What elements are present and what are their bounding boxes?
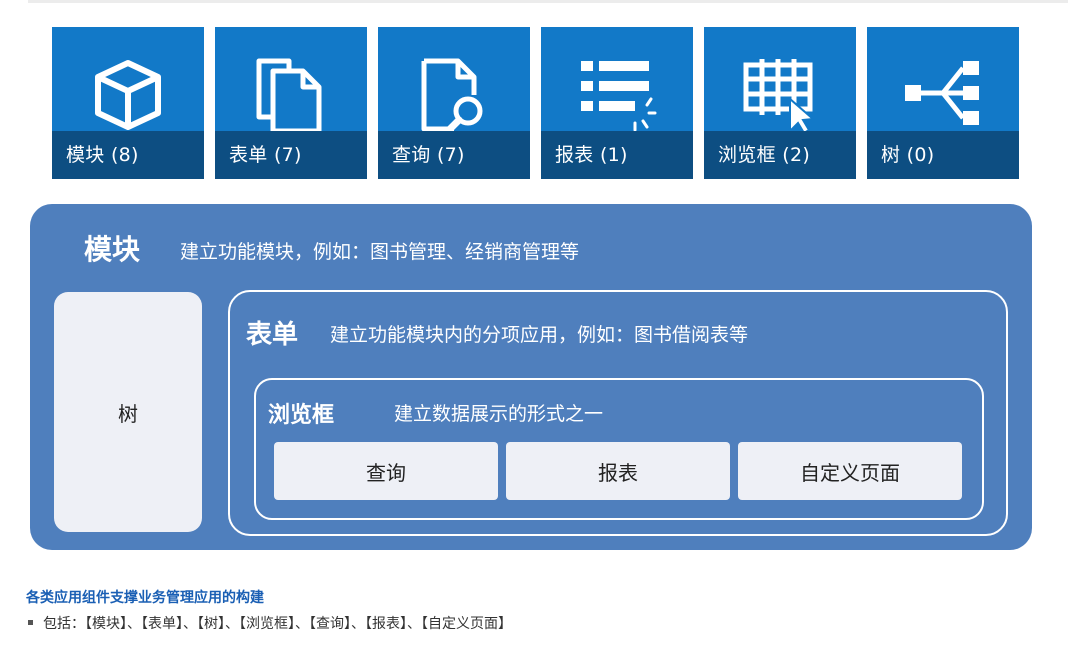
tile-label: 浏览框 (2) — [704, 131, 856, 179]
form-description: 建立功能模块内的分项应用，例如：图书借阅表等 — [330, 324, 749, 346]
tree-label: 树 — [118, 401, 138, 426]
tile-browse[interactable]: 浏览框 (2) — [704, 27, 856, 179]
footer-includes-line: 包括：【模块】、【表单】、【树】、【浏览框】、【查询】、【报表】、【自定义页面】 — [28, 613, 512, 633]
query-label: 查询 — [366, 460, 406, 485]
module-description: 建立功能模块，例如：图书管理、经销商管理等 — [180, 241, 580, 263]
report-box: 报表 — [506, 442, 730, 500]
grid-cursor-icon — [704, 27, 856, 137]
tree-branch-icon — [867, 27, 1019, 137]
custom-page-label: 自定义页面 — [800, 460, 900, 485]
component-tiles: 模块 (8) 表单 (7) 查询 (7) 报表 (1) 浏览框 (2) 树 (0… — [52, 27, 1019, 179]
form-container: 表单 建立功能模块内的分项应用，例如：图书借阅表等 浏览框 建立数据展示的形式之… — [228, 290, 1008, 536]
tile-report[interactable]: 报表 (1) — [541, 27, 693, 179]
report-label: 报表 — [598, 460, 638, 485]
footer-includes-text: 包括：【模块】、【表单】、【树】、【浏览框】、【查询】、【报表】、【自定义页面】 — [43, 616, 512, 632]
tile-query[interactable]: 查询 (7) — [378, 27, 530, 179]
module-title: 模块 — [84, 233, 141, 266]
document-search-icon — [378, 27, 530, 137]
tile-form[interactable]: 表单 (7) — [215, 27, 367, 179]
browse-container: 浏览框 建立数据展示的形式之一 查询 报表 自定义页面 — [254, 378, 984, 520]
browse-title: 浏览框 — [268, 403, 335, 428]
tile-label: 报表 (1) — [541, 131, 693, 179]
module-container: 模块 建立功能模块，例如：图书管理、经销商管理等 树 表单 建立功能模块内的分项… — [30, 204, 1032, 550]
browse-description: 建立数据展示的形式之一 — [394, 403, 604, 425]
tile-label: 查询 (7) — [378, 131, 530, 179]
tile-label: 表单 (7) — [215, 131, 367, 179]
tile-tree[interactable]: 树 (0) — [867, 27, 1019, 179]
tree-box: 树 — [54, 292, 202, 532]
cube-icon — [52, 27, 204, 137]
documents-icon — [215, 27, 367, 137]
top-divider — [28, 0, 1068, 3]
tile-module[interactable]: 模块 (8) — [52, 27, 204, 179]
tile-label: 树 (0) — [867, 131, 1019, 179]
query-box: 查询 — [274, 442, 498, 500]
bullet-icon — [28, 619, 33, 625]
report-list-icon — [541, 27, 693, 137]
custom-page-box: 自定义页面 — [738, 442, 962, 500]
footer-heading: 各类应用组件支撑业务管理应用的构建 — [26, 590, 264, 606]
tile-label: 模块 (8) — [52, 131, 204, 179]
form-title: 表单 — [246, 320, 299, 350]
